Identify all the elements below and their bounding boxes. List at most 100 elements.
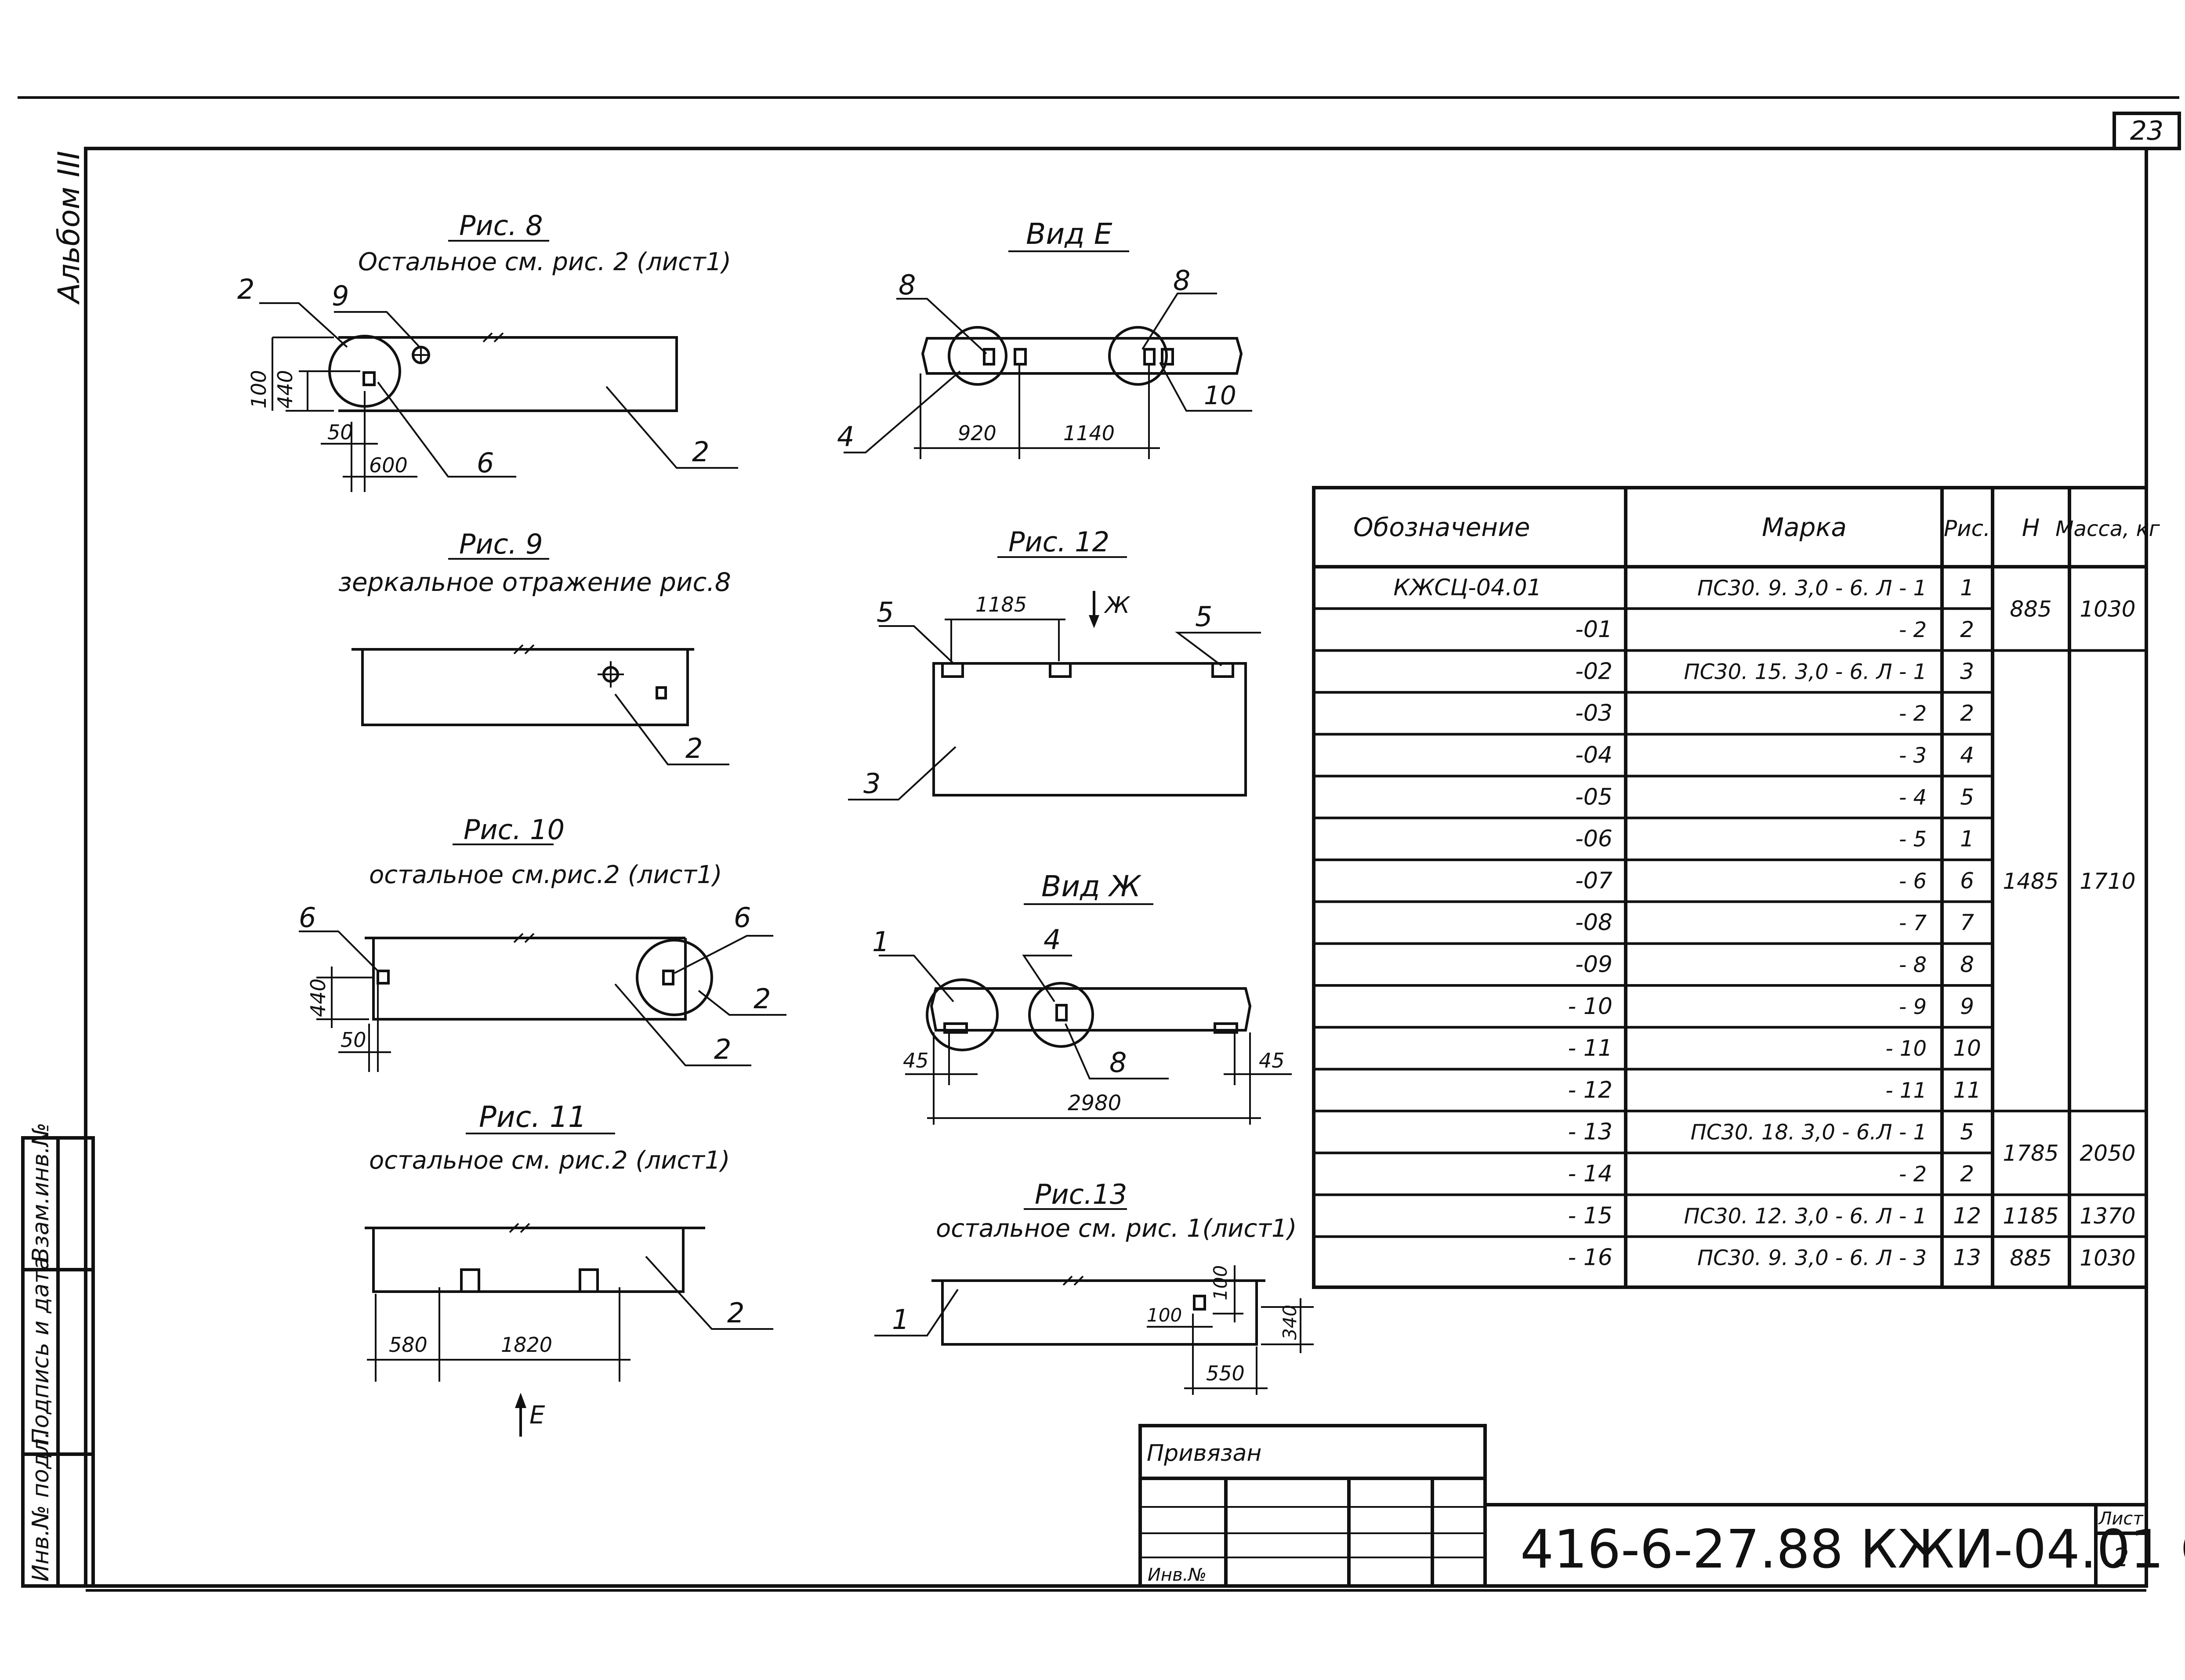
- table-cell-ris: 5: [1960, 784, 1974, 810]
- embed-plate: [656, 686, 667, 699]
- vidZh-callout-1: 1: [872, 926, 889, 958]
- table-cell-marka: - 2: [1899, 618, 1927, 642]
- detail-circle: [948, 326, 1007, 386]
- vidZh-title: Вид Ж: [1041, 869, 1142, 903]
- table-cell-ris: 11: [1953, 1077, 1981, 1103]
- side-stamp: Инв.№ подл. Подпись и дата Взам.инв.№: [21, 1122, 95, 1588]
- leader-line: [674, 935, 773, 974]
- table-cell-oboznachenie: -04: [1575, 742, 1612, 768]
- table-cell-marka: - 3: [1899, 743, 1927, 768]
- bound-label: Привязан: [1147, 1440, 1261, 1466]
- header-h: H: [2022, 514, 2040, 542]
- table-cell-h: 1785: [2003, 1141, 2058, 1166]
- fig8-dim-600: 600: [369, 453, 408, 477]
- embed-plate: [1143, 348, 1156, 366]
- embed-plate: [1193, 1295, 1206, 1311]
- table-cell-oboznachenie: -06: [1575, 826, 1612, 852]
- table-cell-ris: 5: [1960, 1119, 1974, 1145]
- break-mark: [1062, 1275, 1084, 1286]
- fig8-panel: [338, 336, 678, 412]
- table-cell-massa: 1030: [2080, 596, 2135, 622]
- table-cell-ris: 2: [1960, 701, 1974, 726]
- table-cell-h: 885: [2010, 596, 2051, 622]
- fig10-callout-6b: 6: [734, 902, 751, 934]
- table-cell-oboznachenie: - 13: [1568, 1119, 1612, 1145]
- fig11-panel: [365, 1227, 705, 1293]
- table-cell-ris: 7: [1960, 910, 1974, 935]
- leader-line: [698, 990, 786, 1016]
- fig13-callout-1: 1: [892, 1303, 909, 1336]
- page-number-box: [2113, 112, 2181, 150]
- sheet-label: Лист: [2098, 1509, 2144, 1529]
- table-row-lines: [1314, 607, 2146, 1238]
- fig8-title: Рис. 8: [459, 210, 543, 242]
- table-cell-marka: - 7: [1899, 911, 1927, 935]
- table-cell-h: 1485: [2003, 869, 2058, 894]
- view-arrow-head: [515, 1393, 526, 1408]
- figure-9: Рис. 9 зеркальное отражение рис.8 2: [338, 528, 731, 765]
- table-cell-oboznachenie: - 16: [1568, 1245, 1612, 1271]
- leader-line: [377, 381, 516, 478]
- table-cell-h: 885: [2010, 1245, 2051, 1271]
- vidE-dim-920: 920: [958, 421, 996, 445]
- table-cell-h: 1185: [2003, 1203, 2058, 1229]
- vidZh-dim-45b: 45: [1259, 1049, 1285, 1072]
- leader-line: [1175, 632, 1261, 666]
- leader-line: [1065, 1023, 1169, 1079]
- table-cell-marka: - 2: [1899, 702, 1927, 726]
- embed-plate: [1211, 662, 1234, 678]
- break-mark: [513, 933, 535, 943]
- leader-line: [896, 298, 987, 355]
- vidZh-slab-edge: [930, 987, 1252, 1032]
- header-marka: Марка: [1762, 512, 1847, 542]
- vidE-slab-edge: [921, 337, 1243, 375]
- table-cell-marka: ПС30. 18. 3,0 - 6.Л - 1: [1691, 1120, 1927, 1145]
- embed-plate: [362, 371, 376, 386]
- table-cell-ris: 12: [1953, 1203, 1981, 1228]
- table-cell-oboznachenie: -08: [1575, 909, 1612, 936]
- fig12-dim-1185: 1185: [975, 593, 1027, 616]
- table-cell-ris: 4: [1960, 742, 1974, 768]
- table-cell-ris: 10: [1953, 1036, 1981, 1061]
- fig9-note: зеркальное отражение рис.8: [338, 567, 731, 597]
- embed-plate: [983, 348, 995, 366]
- fig8-dim-100: 100: [247, 370, 271, 409]
- vidZh-dim-2980: 2980: [1068, 1091, 1121, 1115]
- fig8-callout-6: 6: [477, 447, 494, 479]
- table-cell-oboznachenie: -09: [1575, 952, 1612, 978]
- table-cell-marka: ПС30. 9. 3,0 - 6. Л - 1: [1697, 576, 1927, 601]
- fig13-dim-100-horiz: 100: [1147, 1304, 1182, 1326]
- fig12-callout-3: 3: [863, 768, 881, 800]
- fig12-view-letter: Ж: [1104, 592, 1131, 619]
- leader-line: [1022, 955, 1072, 1003]
- fig8-callout-9: 9: [332, 280, 349, 312]
- leader-line: [848, 746, 957, 800]
- leader-line: [1159, 362, 1252, 412]
- table-cell-ris: 1: [1960, 575, 1974, 601]
- detail-circle: [636, 939, 713, 1016]
- figure-13: Рис.13 остальное см. рис. 1(лист1) 1 100…: [874, 1178, 1314, 1395]
- fig11-title: Рис. 11: [479, 1100, 587, 1134]
- fig12-callout-5b: 5: [1195, 601, 1212, 633]
- table-cell-marka: - 6: [1899, 869, 1927, 894]
- side-stamp-sign-label: Подпись и дата: [28, 1256, 54, 1445]
- fig8-dim-440: 440: [273, 370, 297, 409]
- table-cell-oboznachenie: -05: [1575, 784, 1612, 810]
- vidE-callout-8a: 8: [899, 269, 916, 301]
- vidZh-dim-45a: 45: [903, 1049, 929, 1072]
- leader-line: [614, 983, 751, 1066]
- fig12-callout-5a: 5: [877, 596, 894, 628]
- table-cell-ris: 2: [1960, 617, 1974, 642]
- view-arrow-head: [1089, 615, 1099, 628]
- table-cell-marka: - 9: [1899, 995, 1927, 1019]
- view-e: Вид Е 8 8 4 10 920 1140: [837, 217, 1252, 459]
- fig9-title: Рис. 9: [459, 528, 543, 560]
- embed-plate: [1214, 1022, 1238, 1034]
- leader-line: [874, 1289, 959, 1336]
- leader-line: [879, 955, 954, 1003]
- detail-circle: [1028, 982, 1094, 1048]
- table-cell-ris: 6: [1960, 868, 1974, 894]
- fig8-callout-2: 2: [237, 273, 254, 305]
